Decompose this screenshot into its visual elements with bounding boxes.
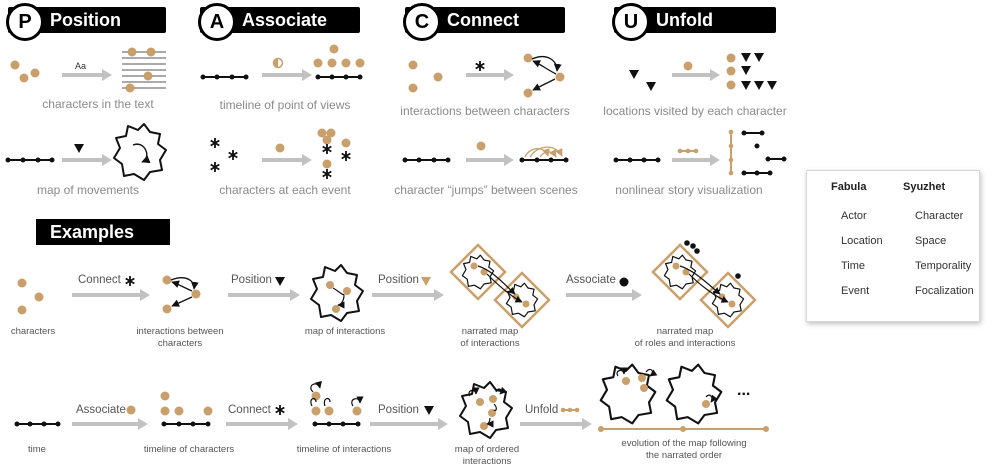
- ex1-arrow-position-space-label: Position: [378, 274, 419, 286]
- position-letter-badge: P: [6, 3, 44, 41]
- legend-actor: Actor: [841, 210, 867, 222]
- ex1-caption-interactions: interactions between characters: [136, 326, 224, 349]
- unfold-letter-badge: U: [612, 3, 650, 41]
- connect-jumps-example: [402, 141, 569, 166]
- header-connect: C Connect: [403, 3, 565, 41]
- header-position: P Position: [6, 3, 166, 41]
- legend-fabula-title: Fabula: [831, 181, 867, 193]
- ex1-arrow-connect-label: Connect: [78, 274, 121, 286]
- associate-timeline-example: [200, 44, 365, 81]
- legend-event: Event: [841, 285, 870, 297]
- caption-locations-visited: locations visited by each character: [603, 104, 787, 118]
- legend-location: Location: [841, 235, 883, 247]
- header-unfold-title: Unfold: [656, 10, 713, 30]
- legend-syuzhet-title: Syuzhet: [903, 181, 946, 193]
- legend-character: Character: [915, 210, 964, 222]
- examples-row2: [14, 363, 769, 439]
- caption-map-of-movements: map of movements: [36, 183, 140, 197]
- examples-row1: [17, 240, 757, 329]
- ex1-arrow-position-label: Position: [231, 274, 272, 286]
- ex2-caption-time: time: [28, 444, 46, 455]
- header-connect-title: Connect: [447, 10, 519, 30]
- connect-interactions-example: [408, 53, 565, 98]
- legend-space: Space: [915, 235, 947, 247]
- legend-focalization: Focalization: [915, 285, 974, 297]
- ex2-ellipsis: ...: [737, 382, 751, 399]
- ex2-arrow-unfold-label: Unfold: [525, 404, 559, 416]
- ex1-caption-characters: characters: [10, 326, 56, 337]
- caption-interactions-between-characters: interactions between characters: [400, 104, 570, 118]
- ex1-arrow-associate-label: Associate: [566, 274, 616, 286]
- text-marker-label: Aa: [75, 61, 87, 71]
- associate-events-example: [209, 128, 352, 180]
- ex2-caption-evolution: evolution of the map following the narra…: [621, 438, 747, 461]
- unfold-locations-example: [629, 53, 777, 91]
- connect-letter-badge: C: [403, 3, 441, 41]
- unfold-nonlinear-example: [613, 129, 787, 176]
- caption-character-jumps: character “jumps” between scenes: [394, 183, 578, 197]
- header-position-title: Position: [50, 10, 121, 30]
- caption-timeline-pov: timeline of point of views: [219, 98, 351, 112]
- ex2-caption-map-ordered: map of ordered interactions: [454, 444, 520, 467]
- header-associate: A Associate: [198, 3, 360, 41]
- header-associate-title: Associate: [242, 10, 328, 30]
- header-unfold: U Unfold: [612, 3, 776, 41]
- associate-letter-badge: A: [198, 3, 236, 41]
- legend-temporality: Temporality: [915, 260, 972, 272]
- examples-header: Examples: [36, 219, 170, 245]
- ex2-arrow-associate-label: Associate: [76, 404, 126, 416]
- ex1-caption-map-interactions: map of interactions: [304, 326, 386, 337]
- caption-characters-each-event: characters at each event: [219, 183, 351, 197]
- ex2-caption-timeline-characters: timeline of characters: [143, 444, 235, 455]
- ex2-arrow-connect-label: Connect: [228, 404, 271, 416]
- position-movements-example: [5, 123, 167, 181]
- ex1-caption-narrated-roles: narrated map of roles and interactions: [634, 326, 736, 349]
- ex1-caption-narrated-map: narrated map of interactions: [460, 326, 520, 349]
- caption-nonlinear-story: nonlinear story visualization: [615, 183, 763, 197]
- legend-box: Fabula Syuzhet Actor Location Time Event…: [806, 170, 980, 322]
- legend-time: Time: [841, 260, 866, 272]
- ex2-caption-timeline-interactions: timeline of interactions: [296, 444, 392, 455]
- ex2-arrow-position-label: Position: [378, 404, 419, 416]
- caption-characters-in-text: characters in the text: [42, 97, 154, 111]
- position-characters-example: [10, 47, 166, 93]
